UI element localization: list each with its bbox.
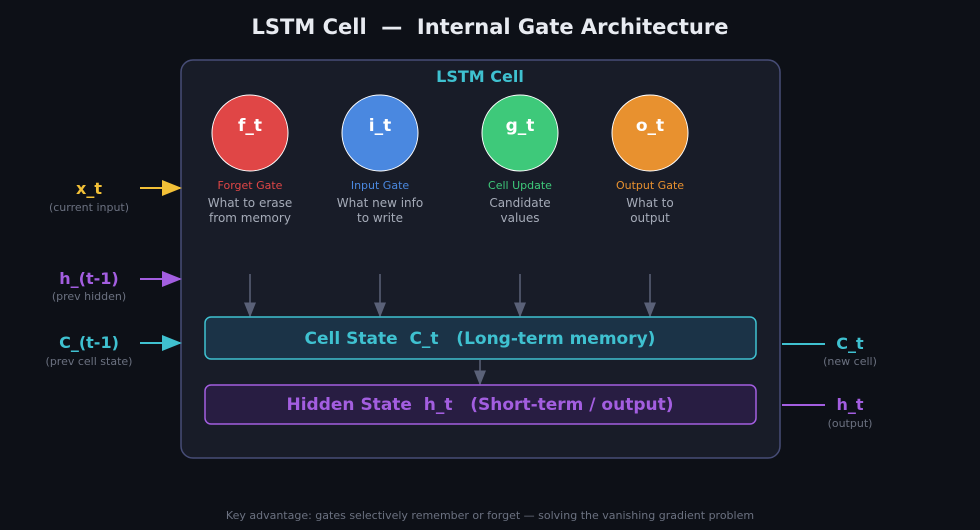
output-c-label: C_t (836, 334, 864, 353)
output-h-label: h_t (836, 395, 863, 414)
cell-update-circle (481, 94, 559, 172)
diagram-title: LSTM Cell — Internal Gate Architecture (252, 15, 729, 39)
footer-note: Key advantage: gates selectively remembe… (226, 509, 754, 522)
input-c-sub: (prev cell state) (46, 355, 133, 368)
gate-desc: What to erase (208, 196, 293, 210)
gate-symbol: o_t (636, 116, 664, 136)
gate-name: Cell Update (488, 179, 552, 192)
gate-forget: f_t Forget Gate What to erase from memor… (208, 94, 293, 225)
gate-input: i_t Input Gate What new info to write (337, 94, 423, 225)
gate-desc: Candidate (489, 196, 550, 210)
gate-desc: What new info (337, 196, 423, 210)
output-gate-circle (611, 94, 689, 172)
gate-symbol: g_t (506, 116, 535, 136)
gate-desc: to write (357, 211, 403, 225)
gate-name: Input Gate (351, 179, 410, 192)
lstm-cell-label: LSTM Cell (436, 67, 524, 86)
hidden-state-box (204, 384, 757, 425)
gate-cell-update: g_t Cell Update Candidate values (481, 94, 559, 225)
cell-state-box (204, 316, 757, 360)
input-x-sub: (current input) (49, 201, 129, 214)
input-gate-circle (341, 94, 419, 172)
gate-desc: values (500, 211, 539, 225)
forget-gate-circle (211, 94, 289, 172)
input-h-sub: (prev hidden) (52, 290, 126, 303)
output-c-sub: (new cell) (823, 355, 877, 368)
input-x-label: x_t (76, 179, 102, 198)
gate-desc: output (630, 211, 670, 225)
gate-symbol: f_t (238, 116, 262, 136)
gate-desc: What to (626, 196, 673, 210)
gate-symbol: i_t (369, 116, 391, 136)
input-c-label: C_(t-1) (59, 333, 119, 352)
input-h-label: h_(t-1) (59, 269, 118, 288)
gate-desc: from memory (209, 211, 291, 225)
gate-output: o_t Output Gate What to output (611, 94, 689, 225)
cell-state-label: Cell State C_t (Long-term memory) (305, 329, 656, 349)
output-h-sub: (output) (828, 417, 873, 430)
hidden-state-label: Hidden State h_t (Short-term / output) (287, 395, 674, 415)
gate-name: Output Gate (616, 179, 684, 192)
gate-name: Forget Gate (218, 179, 283, 192)
